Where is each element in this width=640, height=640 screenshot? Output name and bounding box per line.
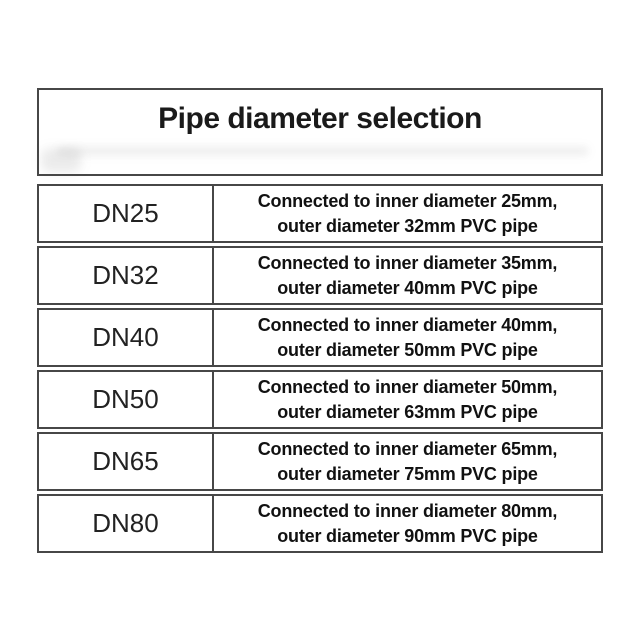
pipe-description-line1: Connected to inner diameter 50mm, bbox=[257, 376, 558, 397]
pipe-diameter-table: Pipe diameter selection DN25 Connected t… bbox=[37, 88, 603, 553]
page-title: Pipe diameter selection bbox=[158, 102, 482, 135]
pipe-size-cell: DN32 bbox=[39, 248, 214, 303]
erased-watermark-blob bbox=[41, 148, 81, 172]
table-row: DN40 Connected to inner diameter 40mm, o… bbox=[37, 308, 603, 367]
table-row: DN65 Connected to inner diameter 65mm, o… bbox=[37, 432, 603, 491]
table-header-box: Pipe diameter selection bbox=[37, 88, 603, 176]
erased-watermark-smudge bbox=[57, 146, 589, 156]
pipe-description-line1: Connected to inner diameter 35mm, bbox=[257, 252, 558, 273]
pipe-size-cell: DN40 bbox=[39, 310, 214, 365]
pipe-description-cell: Connected to inner diameter 80mm, outer … bbox=[214, 496, 601, 551]
table-row: DN32 Connected to inner diameter 35mm, o… bbox=[37, 246, 603, 305]
pipe-size-cell: DN65 bbox=[39, 434, 214, 489]
pipe-description-line1: Connected to inner diameter 25mm, bbox=[257, 190, 558, 211]
pipe-description-line2: outer diameter 40mm PVC pipe bbox=[277, 277, 538, 298]
table-row: DN50 Connected to inner diameter 50mm, o… bbox=[37, 370, 603, 429]
pipe-description-line1: Connected to inner diameter 65mm, bbox=[257, 438, 558, 459]
pipe-description-cell: Connected to inner diameter 65mm, outer … bbox=[214, 434, 601, 489]
pipe-description-line1: Connected to inner diameter 80mm, bbox=[257, 500, 558, 521]
pipe-table-rows: DN25 Connected to inner diameter 25mm, o… bbox=[37, 184, 603, 553]
table-row: DN25 Connected to inner diameter 25mm, o… bbox=[37, 184, 603, 243]
table-row: DN80 Connected to inner diameter 80mm, o… bbox=[37, 494, 603, 553]
pipe-size-cell: DN25 bbox=[39, 186, 214, 241]
pipe-description-line1: Connected to inner diameter 40mm, bbox=[257, 314, 558, 335]
pipe-description-line2: outer diameter 32mm PVC pipe bbox=[277, 215, 538, 236]
pipe-description-line2: outer diameter 50mm PVC pipe bbox=[277, 339, 538, 360]
pipe-description-line2: outer diameter 75mm PVC pipe bbox=[277, 463, 538, 484]
pipe-size-cell: DN80 bbox=[39, 496, 214, 551]
pipe-description-line2: outer diameter 90mm PVC pipe bbox=[277, 525, 538, 546]
pipe-size-cell: DN50 bbox=[39, 372, 214, 427]
pipe-description-line2: outer diameter 63mm PVC pipe bbox=[277, 401, 538, 422]
pipe-description-cell: Connected to inner diameter 35mm, outer … bbox=[214, 248, 601, 303]
pipe-description-cell: Connected to inner diameter 40mm, outer … bbox=[214, 310, 601, 365]
pipe-description-cell: Connected to inner diameter 50mm, outer … bbox=[214, 372, 601, 427]
pipe-description-cell: Connected to inner diameter 25mm, outer … bbox=[214, 186, 601, 241]
